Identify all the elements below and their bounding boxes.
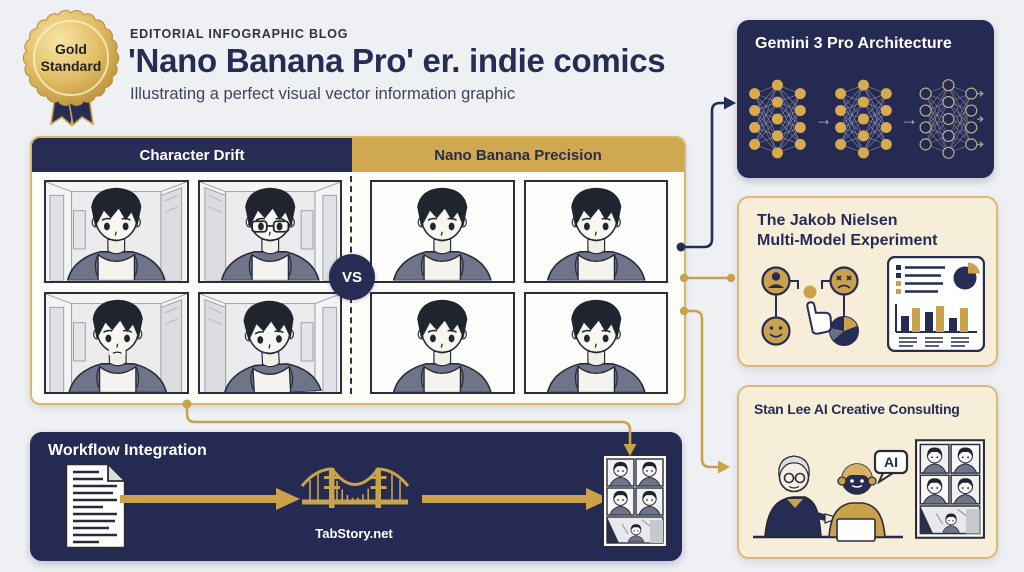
consulting-scene-illustration: AI xyxy=(753,449,909,542)
neural-network-icon xyxy=(747,69,815,169)
precision-portrait-4 xyxy=(523,291,668,394)
connector-to-stanlee xyxy=(679,306,730,474)
nielsen-experiment-panel: The Jakob Nielsen Multi-Model Experiment xyxy=(737,196,998,367)
precision-portrait-1 xyxy=(370,180,515,283)
neural-network-outline-icon xyxy=(918,69,986,169)
character-drift-grid xyxy=(44,180,342,394)
happy-face-icon xyxy=(761,316,791,346)
model-test-cluster-illustration xyxy=(761,266,859,346)
bridge-site-label: TabStory.net xyxy=(315,526,393,541)
pie-chart-icon xyxy=(953,262,980,290)
sad-face-icon xyxy=(829,266,859,296)
person-icon xyxy=(761,266,791,296)
consultant-icon xyxy=(764,455,841,538)
drift-portrait-1 xyxy=(44,180,189,283)
precision-portrait-2 xyxy=(523,180,668,283)
nano-banana-precision-header: Nano Banana Precision xyxy=(352,138,684,172)
drift-portrait-3 xyxy=(44,291,189,394)
hand-cursor-icon xyxy=(806,301,833,335)
workflow-integration-panel: Workflow Integration TabStory.net xyxy=(30,432,682,561)
document-icon xyxy=(64,462,128,550)
connector-to-nielsen xyxy=(679,273,736,283)
page-subtitle: Illustrating a perfect visual vector inf… xyxy=(130,85,516,103)
gemini-panel-title: Gemini 3 Pro Architecture xyxy=(755,35,952,52)
comparison-header: Character Drift Nano Banana Precision xyxy=(32,138,684,172)
neural-network-row: → → xyxy=(747,66,986,172)
pie-chart-icon xyxy=(829,316,859,346)
character-drift-header: Character Drift xyxy=(32,138,352,172)
nielsen-title-line1: The Jakob Nielsen xyxy=(757,212,898,229)
neural-network-icon xyxy=(833,69,901,169)
ai-bubble-label: AI xyxy=(884,454,898,470)
drift-portrait-4 xyxy=(197,291,342,394)
badge-line2: Standard xyxy=(41,58,102,74)
workflow-panel-title: Workflow Integration xyxy=(48,442,207,459)
gold-standard-medal-icon: Gold Standard xyxy=(22,10,120,127)
precision-portrait-3 xyxy=(370,291,515,394)
arrow-right-icon xyxy=(120,488,300,510)
stanlee-panel-title: Stan Lee AI Creative Consulting xyxy=(754,401,960,417)
speech-bubble-icon: AI xyxy=(873,449,909,485)
page-title: 'Nano Banana Pro' er. indie comics xyxy=(128,42,666,79)
bridge-icon xyxy=(300,467,410,508)
robot-icon xyxy=(828,463,886,542)
drift-portrait-2 xyxy=(197,180,342,283)
arrow-right-icon xyxy=(422,488,610,510)
header-kicker: EDITORIAL INFOGRAPHIC BLOG xyxy=(130,27,349,41)
precision-grid xyxy=(370,180,668,394)
comparison-panel: Character Drift Nano Banana Precision xyxy=(30,136,686,405)
bar-chart-icon xyxy=(895,304,977,333)
report-card-illustration xyxy=(887,256,985,352)
vs-badge: VS xyxy=(329,254,375,300)
nielsen-panel-title: The Jakob Nielsen Multi-Model Experiment xyxy=(757,211,937,252)
arrow-right-icon: → xyxy=(814,109,833,129)
gemini-architecture-panel: Gemini 3 Pro Architecture → → xyxy=(737,20,994,178)
badge-line1: Gold xyxy=(55,41,87,57)
arrow-right-icon: → xyxy=(900,109,919,129)
stanlee-consulting-panel: Stan Lee AI Creative Consulting xyxy=(737,385,998,559)
nielsen-title-line2: Multi-Model Experiment xyxy=(757,232,938,250)
comic-page-icon xyxy=(602,454,668,548)
comic-page-icon xyxy=(915,439,985,539)
